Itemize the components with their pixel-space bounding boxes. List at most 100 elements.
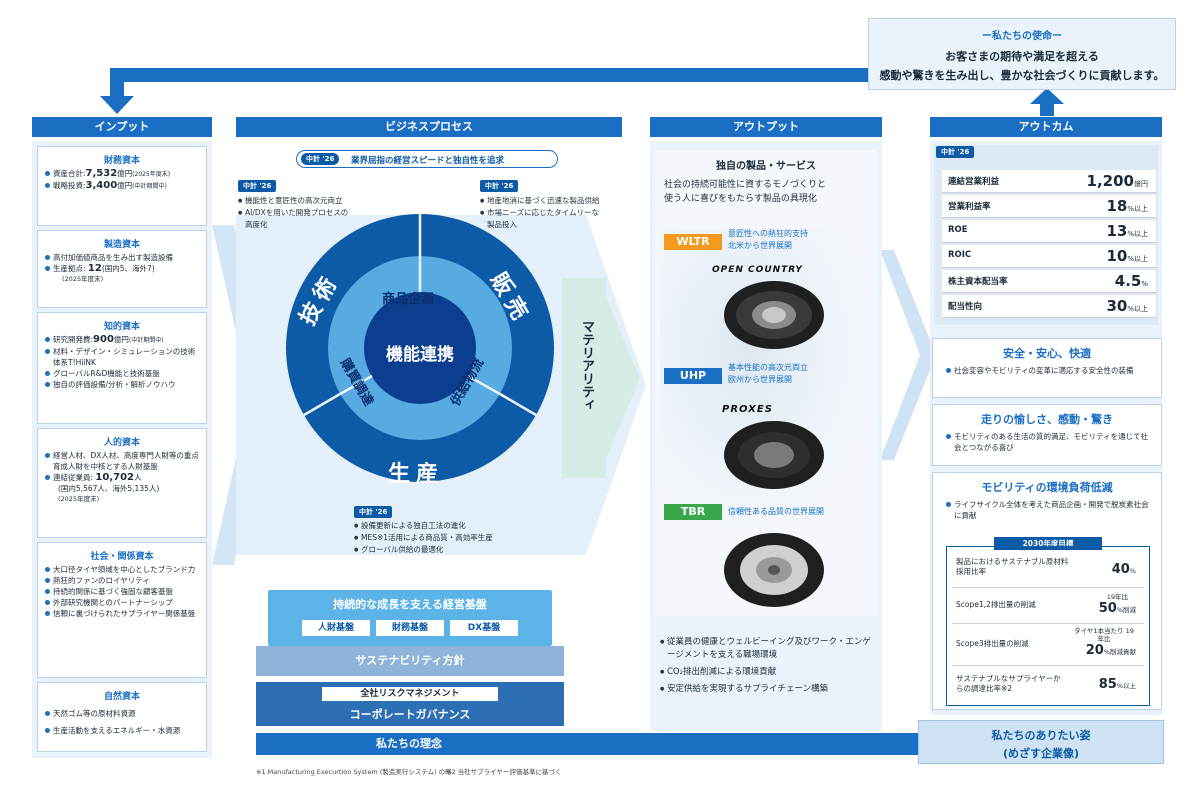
capital-item: 独自の評価設備/分析・解析ノウハウ	[44, 379, 200, 390]
mission-up-bar	[1040, 100, 1054, 116]
capital-title: 製造資本	[103, 240, 140, 250]
target-row: 製品におけるサステナブル原材料採用比率 40%	[952, 552, 1144, 588]
process-donut	[286, 214, 554, 482]
capital-item: 材料・デザイン・シミュレーションの技術体系T!HiiNK	[44, 346, 200, 368]
outcome-safety: 安全・安心、快適 社会変容やモビリティの変革に適応する安全性の装備	[932, 338, 1162, 398]
process-banner: 中計 '26 業界屈指の経営スピードと独自性を追求	[296, 150, 558, 168]
vision-box: 私たちのありたい姿 (めざす企業像)	[918, 720, 1164, 764]
philosophy-bar: 私たちの理念	[256, 733, 920, 755]
tire-wltr-icon	[724, 281, 824, 349]
output-desc: 社会の持続可能性に資するモノづくりと 使う人に喜びをもたらす製品の具現化	[664, 180, 827, 204]
foundation-item: 人財基盤	[302, 620, 370, 636]
outer-production: 生産	[388, 462, 445, 487]
capital-item: 戦略投資:3,400億円(中計期間中)	[44, 180, 200, 192]
flow-arrow-output-icon	[880, 250, 936, 460]
top-loop-arrow-icon	[100, 96, 134, 114]
capital-title: 自然資本	[103, 692, 140, 702]
materiality-label: マテリアリティ	[579, 320, 594, 411]
capital-title: 人的資本	[103, 438, 140, 448]
outcome-joy: 走りの愉しさ、感動・驚き モビリティのある生活の質的満足、モビリティを通じて社会…	[932, 404, 1162, 466]
foundation-item: DX基盤	[450, 620, 518, 636]
capital-human: 人的資本 経営人材、DX人材、高度専門人財等の重点育成人財を中核とする人財基盤 …	[37, 428, 207, 538]
product-tag-uhp: UHP	[664, 368, 722, 384]
capital-intellectual: 知的資本 研究開発費:900億円(中計期間中) 材料・デザイン・シミュレーション…	[37, 312, 207, 424]
open-country-logo: OPEN COUNTRY	[712, 265, 803, 275]
capital-title: 財務資本	[103, 156, 140, 166]
footnote-1: ※1 Manufacturing Execurtion System (製造実行…	[256, 768, 452, 776]
product-tag-tbr: TBR	[664, 504, 722, 520]
output-bullets: 従業員の健康とウェルビーイング及びワーク・エンゲージメントを支える職場環境 CO…	[660, 636, 876, 696]
capital-natural: 自然資本 天然ゴム等の原材料資源 生産活動を支えるエネルギー・水資源	[37, 682, 207, 752]
process-note-right: 中計 '26 地産地消に基づく迅速な製品供給 市場ニーズに応じたタイムリーな 製…	[480, 180, 620, 230]
mission-line1: お客さまの期待や満足を超える	[945, 50, 1099, 63]
governance-box: 全社リスクマネジメント コーポレートガバナンス	[256, 682, 564, 726]
capital-item: 資産合計:7,532億円(2025年度末)	[44, 168, 200, 180]
capital-title: 社会・関係資本	[90, 552, 154, 562]
capital-item: 外部研究機関とのパートナーシップ	[44, 597, 200, 608]
inner-planning: 商品企画	[382, 292, 435, 307]
output-bullet: 安定供給を実現するサプライチェーン構築	[660, 683, 876, 696]
product-tag-wltr: WLTR	[664, 234, 722, 250]
capital-manufacturing: 製造資本 高付加価値商品を生み出す製造設備 生産拠点: 12(国内5、海外7) …	[37, 230, 207, 308]
process-note-bottom: 中計 '26 設備更新による独自工法の進化 MES※1活用による商品質・高効率生…	[354, 506, 544, 556]
risk-label: 全社リスクマネジメント	[322, 687, 498, 701]
foundation-title: 持続的な成長を支える経営基盤	[333, 598, 487, 611]
mission-title: ー私たちの使命ー	[982, 31, 1062, 42]
capital-item: 連結従業員: 10,702人	[44, 472, 200, 483]
capital-item: 持続的関係に基づく強固な顧客基盤	[44, 586, 200, 597]
capital-note: (国内5,567人、海外5,135人)	[58, 484, 160, 493]
top-loop-drop	[110, 68, 124, 98]
header-input: インプット	[32, 117, 212, 137]
mission-box: ー私たちの使命ー お客さまの期待や満足を超える 感動や驚きを生み出し、豊かな社会…	[868, 18, 1176, 90]
process-banner-text: 業界屈指の経営スピードと独自性を追求	[351, 156, 505, 166]
product-desc: 基本性能の高次元両立欧州から世界展開	[728, 363, 808, 384]
vision-line1: 私たちのありたい姿	[991, 729, 1091, 742]
donut-center: 機能連携	[386, 345, 454, 365]
capital-financial: 財務資本 資産合計:7,532億円(2025年度末) 戦略投資:3,400億円(…	[37, 146, 207, 226]
tire-uhp-icon	[724, 421, 824, 489]
footnote-2: ※2 当社サプライヤー評価基準に基づく	[446, 768, 562, 776]
chukei-chip: 中計 '26	[301, 153, 340, 165]
foundation-item: 財務基盤	[376, 620, 444, 636]
product-desc: 意匠性への熱狂的支持北米から世界展開	[728, 229, 808, 250]
process-note-left: 中計 '26 機能性と意匠性の高次元両立 AI/DXを用いた開発プロセスの 高度…	[238, 180, 378, 230]
capital-item: 生産拠点: 12(国内5、海外7)	[44, 263, 200, 274]
sustainability-bar: サステナビリティ方針	[256, 646, 564, 676]
capital-item: 研究開発費:900億円(中計期間中)	[44, 334, 200, 346]
vision-line2: (めざす企業像)	[1002, 747, 1080, 760]
mission-arrow-icon	[1030, 88, 1064, 104]
capital-item: 生産活動を支えるエネルギー・水資源	[44, 725, 200, 736]
header-output: アウトプット	[650, 117, 882, 137]
foundation-box: 持続的な成長を支える経営基盤 人財基盤 財務基盤 DX基盤	[268, 590, 552, 646]
capital-note: (2025年度末)	[62, 275, 104, 283]
top-loop-bar	[110, 68, 870, 82]
output-title: 独自の製品・サービス	[716, 161, 816, 172]
capital-title: 知的資本	[103, 322, 140, 332]
capital-social: 社会・関係資本 大口径タイヤ領域を中心としたブランド力 熱狂的ファンのロイヤリテ…	[37, 542, 207, 678]
output-bullet: 従業員の健康とウェルビーイング及びワーク・エンゲージメントを支える職場環境	[660, 636, 876, 662]
mission-line2: 感動や驚きを生み出し、豊かな社会づくりに貢献します。	[879, 69, 1165, 82]
capital-item: 経営人材、DX人材、高度専門人財等の重点育成人財を中核とする人財基盤	[44, 450, 200, 472]
chukei-chip: 中計 '26	[936, 146, 975, 158]
capital-item: 大口径タイヤ領域を中心としたブランド力	[44, 564, 200, 575]
targets-frame	[946, 546, 1150, 706]
capital-note: (2025年度末)	[58, 495, 100, 503]
header-outcome: アウトカム	[930, 117, 1162, 137]
capital-item: 高付加価値商品を生み出す製造設備	[44, 252, 200, 263]
product-desc: 信頼性ある品質の世界展開	[728, 507, 824, 516]
output-bullet: CO₂排出削減による環境貢献	[660, 666, 876, 679]
proxes-logo: PROXES	[722, 404, 773, 415]
tire-tbr-icon	[724, 533, 824, 607]
capital-item: 熱狂的ファンのロイヤリティ	[44, 575, 200, 586]
capital-item: 信頼に裏づけられたサプライヤー関係基盤	[44, 608, 200, 619]
capital-item: 天然ゴム等の原材料資源	[44, 708, 200, 719]
governance-label: コーポレートガバナンス	[349, 708, 471, 721]
